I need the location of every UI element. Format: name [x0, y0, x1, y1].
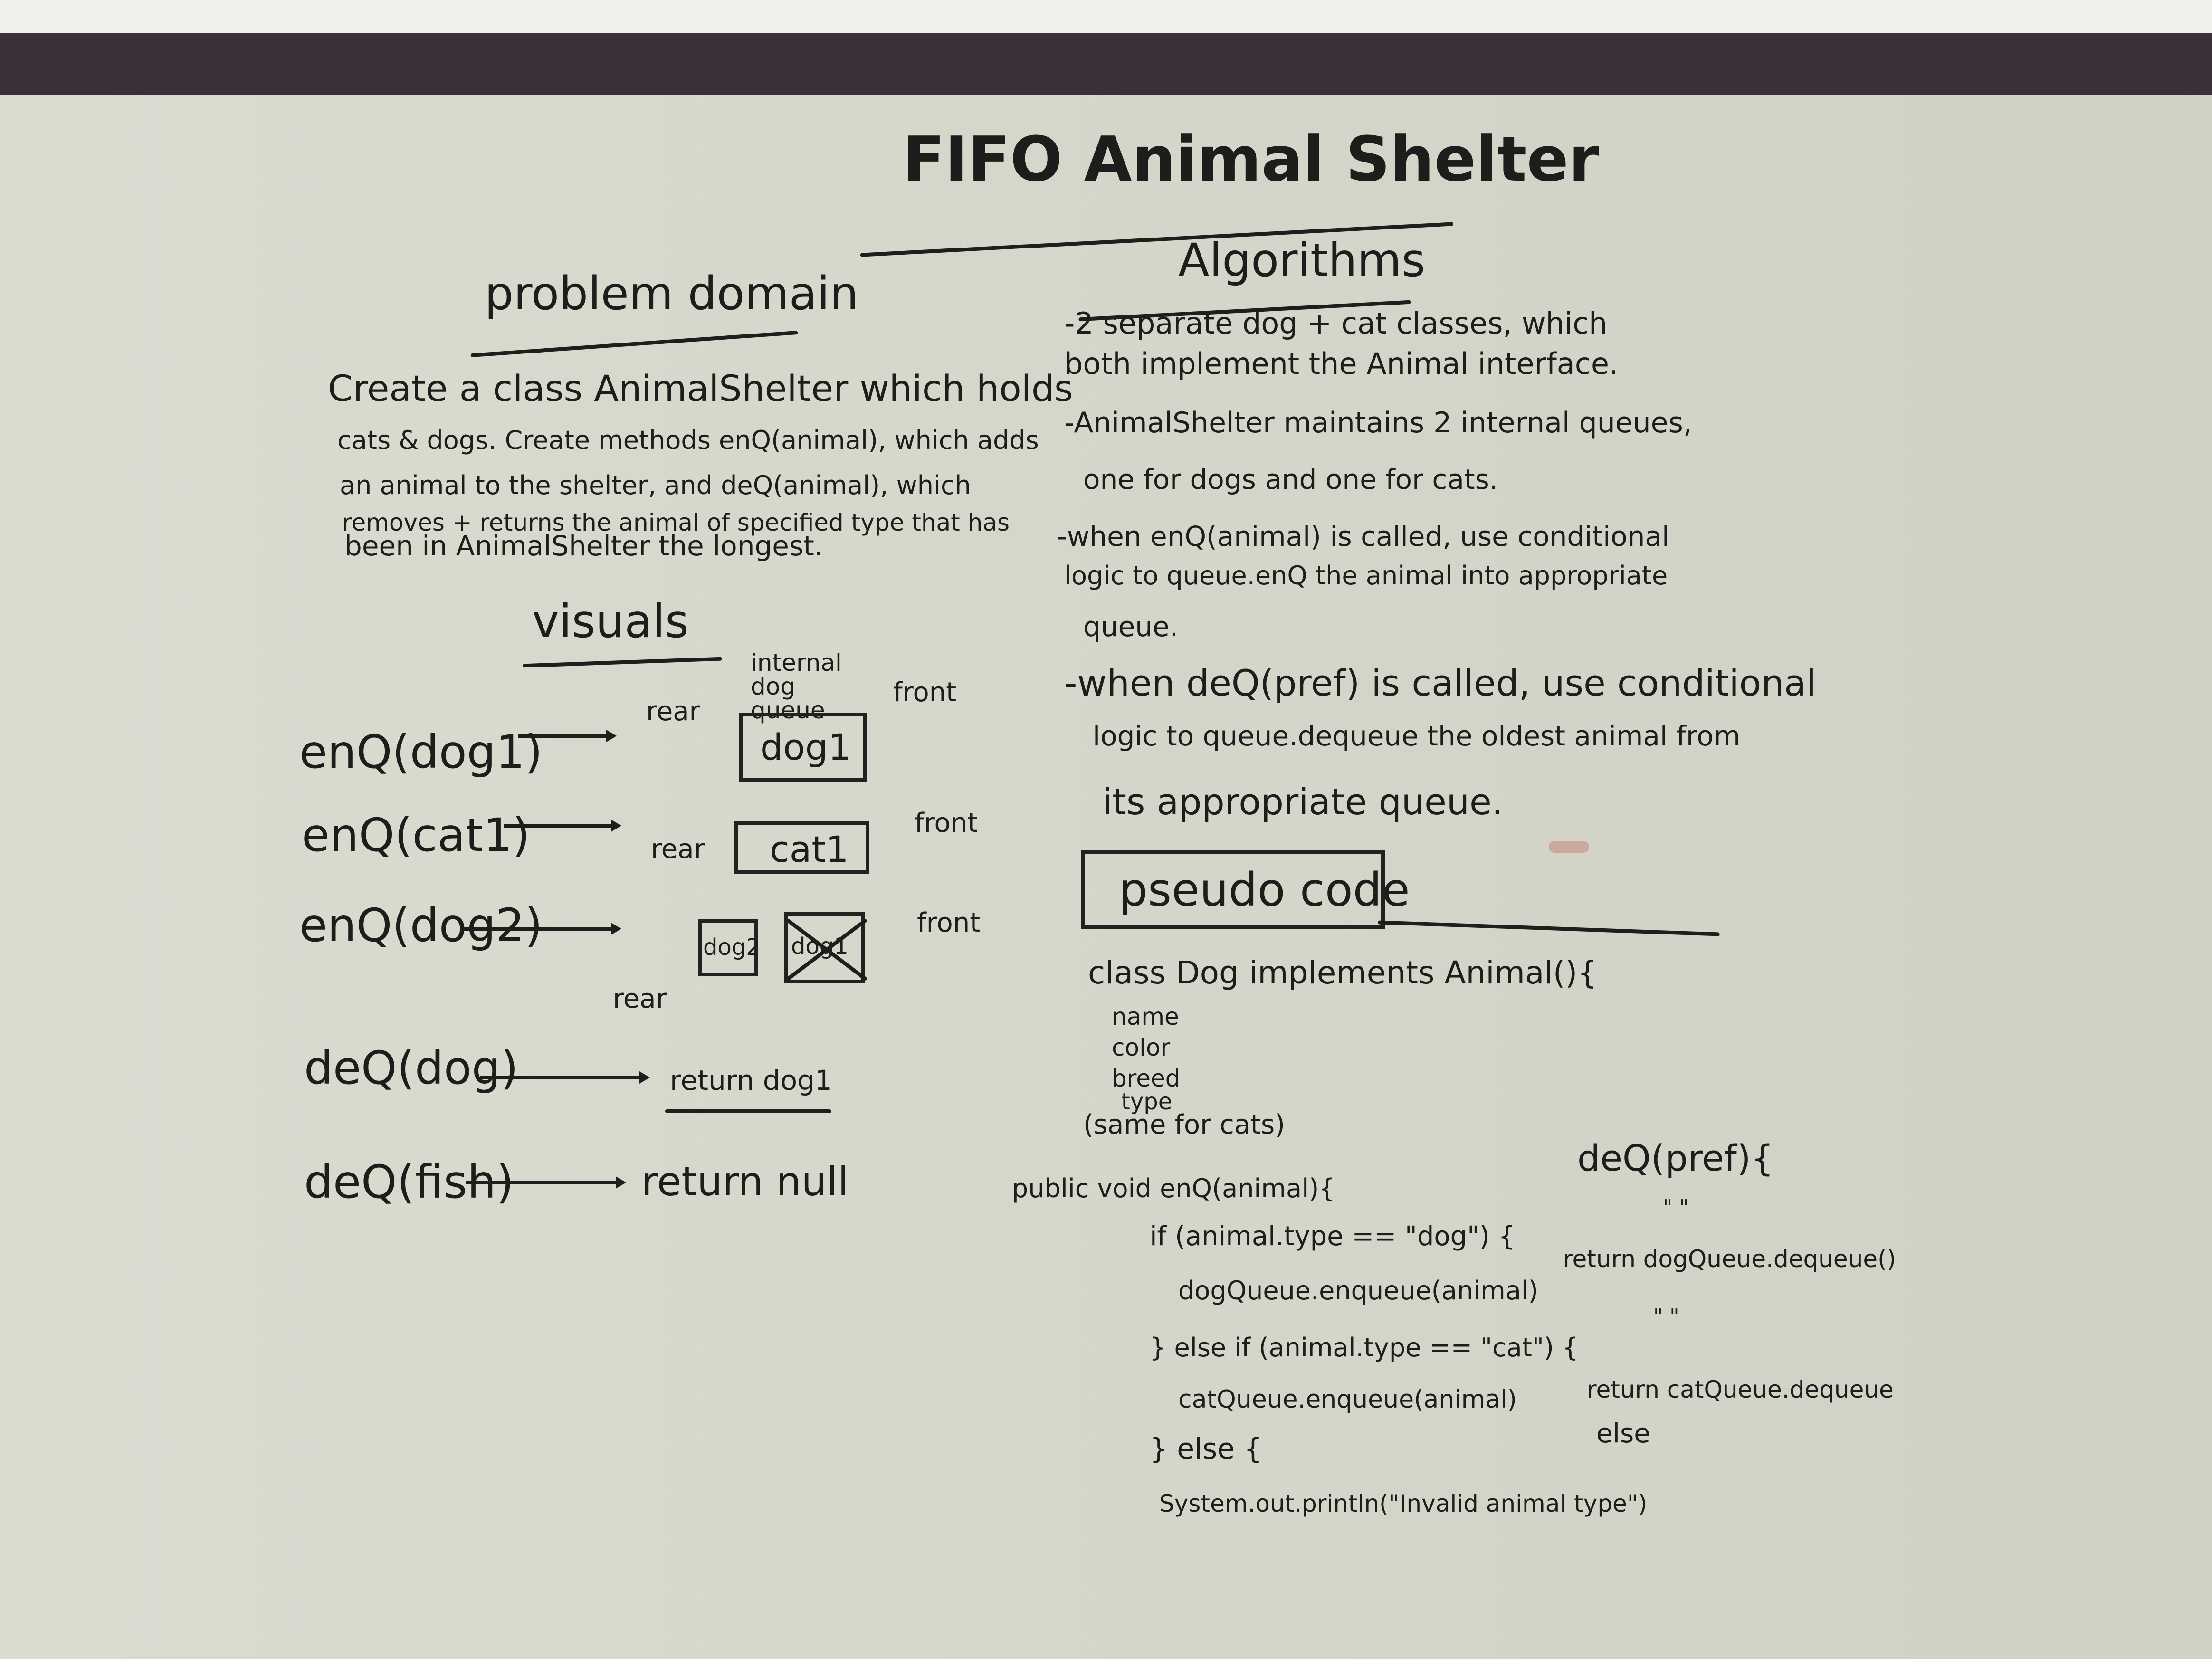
op-enq-dog1: enQ(dog1) [299, 725, 543, 779]
pseudocode-box [1081, 850, 1385, 929]
cat1-box [734, 821, 869, 874]
rear-label-1: rear [646, 696, 700, 727]
op-enq-cat1: enQ(cat1) [302, 809, 530, 862]
algorithms-heading: Algorithms [1178, 234, 1426, 287]
rear-label-2: rear [651, 834, 705, 865]
arrow-3 [461, 923, 621, 935]
return-dog1: return dog1 [670, 1064, 832, 1096]
front-label-3: front [917, 907, 981, 938]
queue-label: internal dog queue [751, 649, 842, 724]
cat1-label: cat1 [770, 828, 849, 870]
arrow-2 [504, 820, 621, 832]
op-deq-dog: deQ(dog) [304, 1041, 519, 1095]
arrow-1 [518, 730, 617, 742]
problem-domain-heading: problem domain [485, 267, 859, 320]
return-underline [665, 1109, 831, 1113]
arrow-4 [480, 1071, 650, 1084]
dog1-box [739, 713, 867, 782]
old-dog1-box [784, 912, 865, 983]
pseudocode-heading: pseudo code [1119, 863, 1410, 916]
dog2-label: dog2 [703, 934, 761, 961]
visuals-heading: visuals [532, 595, 689, 648]
board-title: FIFO Animal Shelter [903, 123, 1599, 195]
top-wall-strip [0, 0, 2212, 33]
dog2-box [698, 919, 758, 976]
front-label-1: front [893, 677, 957, 708]
rear-label-3: rear [613, 983, 667, 1014]
return-null: return null [641, 1158, 849, 1205]
red-smudge [1549, 841, 1589, 853]
dog1-label: dog1 [760, 726, 851, 768]
front-label-2: front [915, 808, 978, 839]
op-enq-dog2: enQ(dog2) [299, 899, 543, 952]
whiteboard [0, 95, 2212, 1659]
arrow-5 [466, 1176, 626, 1189]
